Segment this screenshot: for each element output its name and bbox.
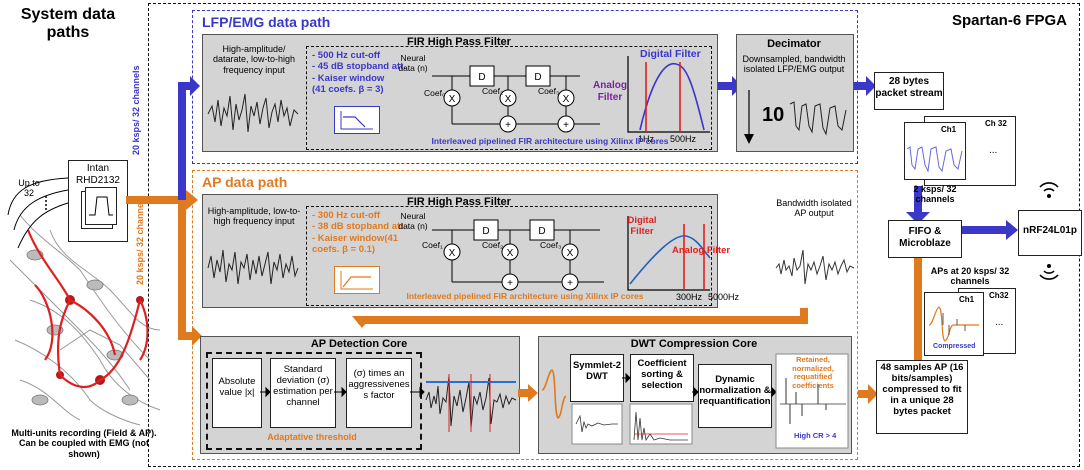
lfp-window-icon: [334, 106, 380, 134]
lfp-arch-label: Interleaved pipelined FIR architecture u…: [431, 136, 669, 146]
lfp-digital-label: Digital Filter: [640, 48, 701, 60]
threshold-group: [206, 352, 422, 450]
ap-input-signal: [207, 249, 299, 285]
system-data-paths-title: System data paths: [20, 6, 116, 42]
lfp-channel-window: Ch1: [904, 122, 966, 180]
svg-text:X: X: [449, 94, 456, 105]
ap-f2: 5000Hz: [708, 292, 740, 302]
lfp-fir-title: FIR High Pass Filter: [407, 36, 511, 48]
ap-output-desc: Bandwidth isolated AP output: [776, 198, 852, 219]
decimator-factor: 10: [762, 104, 785, 126]
ap-f1: 300Hz: [676, 292, 703, 302]
lfp-path-title: LFP/EMG data path: [202, 14, 331, 30]
lfp-neural-label: Neural data (n): [398, 53, 428, 73]
svg-text:D: D: [538, 226, 545, 237]
dwt-coef-plot-1: [571, 403, 623, 445]
retained-label: Retained, normalized, requatified coeffi…: [792, 355, 834, 390]
symmlet-block: Symmlet-2 DWT: [570, 354, 624, 402]
spike-waveform: [541, 369, 567, 419]
coef-sorting-block: Coefficient sorting & selection: [630, 354, 694, 402]
neurons-illustration: [7, 177, 161, 426]
ap-digital-label: Digital Filter: [627, 215, 657, 237]
ap-channel-window: Ch1 Compressed: [924, 292, 984, 356]
decimator-title: Decimator: [767, 38, 821, 50]
svg-text:Coef₃: Coef₃: [540, 240, 561, 250]
ap-path-title: AP data path: [202, 174, 288, 190]
svg-text:D: D: [478, 72, 485, 83]
lfp-input-signal: [207, 93, 299, 133]
decimator-box: [736, 34, 854, 152]
threshold-label: Adaptative threshold: [267, 432, 357, 442]
std-block: Standard deviation (σ) estimation per ch…: [270, 358, 336, 428]
ap-arch-label: Interleaved pipelined FIR architecture u…: [406, 291, 644, 301]
lfp-specs: - 500 Hz cut-off- 45 dB stopband att.- K…: [312, 50, 406, 96]
lfp-input-desc: High-amplitude/ datarate, low-to-high fr…: [212, 44, 296, 75]
aggressiveness-block: (σ) times an aggressivenes s factor: [346, 358, 412, 428]
svg-text:+: +: [505, 120, 511, 131]
abs-value-block: Absolute value |x|: [212, 358, 262, 428]
ap-neural-label: Neural data (n): [398, 211, 428, 231]
ap-window-icon: [334, 266, 380, 294]
svg-text:Coef₃: Coef₃: [538, 86, 559, 96]
svg-text:X: X: [505, 94, 512, 105]
ap-frequency-plot: [627, 216, 711, 291]
detect-to-dwt-arrow: [518, 384, 538, 402]
ap-detection-title: AP Detection Core: [310, 338, 408, 350]
ap-fir-arch-box: [306, 206, 712, 306]
svg-text:+: +: [507, 278, 513, 289]
svg-text:X: X: [563, 94, 570, 105]
svg-text:Coef₀: Coef₀: [424, 88, 446, 98]
ap-fir-title: FIR High Pass Filter: [407, 196, 511, 208]
normalization-block: Dynamic normalization & requantification: [698, 364, 772, 428]
nrf-box: nRF24L01p: [1018, 210, 1082, 256]
wireless-icon-top: [1039, 182, 1059, 198]
up-to-label: Up to 32: [18, 178, 40, 199]
ap-specs: - 300 Hz cut-off- 38 dB stopband att.- K…: [312, 210, 406, 256]
lfp-f2: 500Hz: [670, 134, 697, 144]
lfp-fir-arch-box: [306, 46, 712, 150]
fpga-title: Spartan-6 FPGA: [952, 12, 1068, 29]
dwt-coef-plot-2: [629, 403, 693, 445]
svg-text:X: X: [449, 248, 456, 259]
decimator-signal: [789, 101, 847, 136]
lfp-analog-label: Analog Filter: [593, 80, 627, 103]
lfp-rate-right: 2 ksps/ 32 channels: [913, 184, 957, 205]
svg-text:Coef₂: Coef₂: [482, 86, 503, 96]
svg-text:Coef₂: Coef₂: [482, 240, 503, 250]
svg-text:+: +: [567, 278, 573, 289]
ap-path-box: [192, 170, 858, 460]
detection-signal: [425, 374, 517, 432]
packet-stream-box: 28 bytes packet stream: [874, 72, 944, 110]
lfp-frequency-plot: [627, 56, 710, 133]
svg-text:+: +: [563, 120, 569, 131]
samples-box: 48 samples AP (16 bits/samples) compress…: [876, 360, 968, 434]
decimator-arrow: [744, 90, 754, 144]
dwt-title: DWT Compression Core: [630, 338, 758, 350]
high-cr-label: High CR > 4: [794, 431, 837, 440]
dwt-output-plot: [775, 353, 849, 449]
ap-analog-label: Analog Filter: [672, 245, 731, 256]
left-caption: Multi-units recording (Field & AP). Can …: [11, 428, 157, 459]
svg-text:X: X: [507, 248, 514, 259]
lfp-f1: 1Hz: [638, 134, 655, 144]
svg-text:D: D: [534, 72, 541, 83]
svg-text:X: X: [567, 248, 574, 259]
svg-text:D: D: [482, 226, 489, 237]
wireless-icon-bottom: [1039, 264, 1059, 280]
fifo-microblaze-box: FIFO & Microblaze: [888, 220, 962, 258]
lfp-path-box: [192, 10, 858, 164]
ap-input-desc: High-amplitude, low-to-high frequency in…: [207, 206, 301, 227]
intan-label: Intan RHD2132: [76, 163, 120, 186]
svg-text:Coef₁: Coef₁: [422, 240, 443, 250]
aps-rate-label: APs at 20 ksps/ 32 channels: [930, 266, 1010, 287]
decimator-desc: Downsampled, bandwidth isolated LFP/EMG …: [742, 54, 846, 75]
ap-output-signal: [775, 249, 855, 285]
intan-chip: Intan RHD2132: [68, 160, 128, 242]
